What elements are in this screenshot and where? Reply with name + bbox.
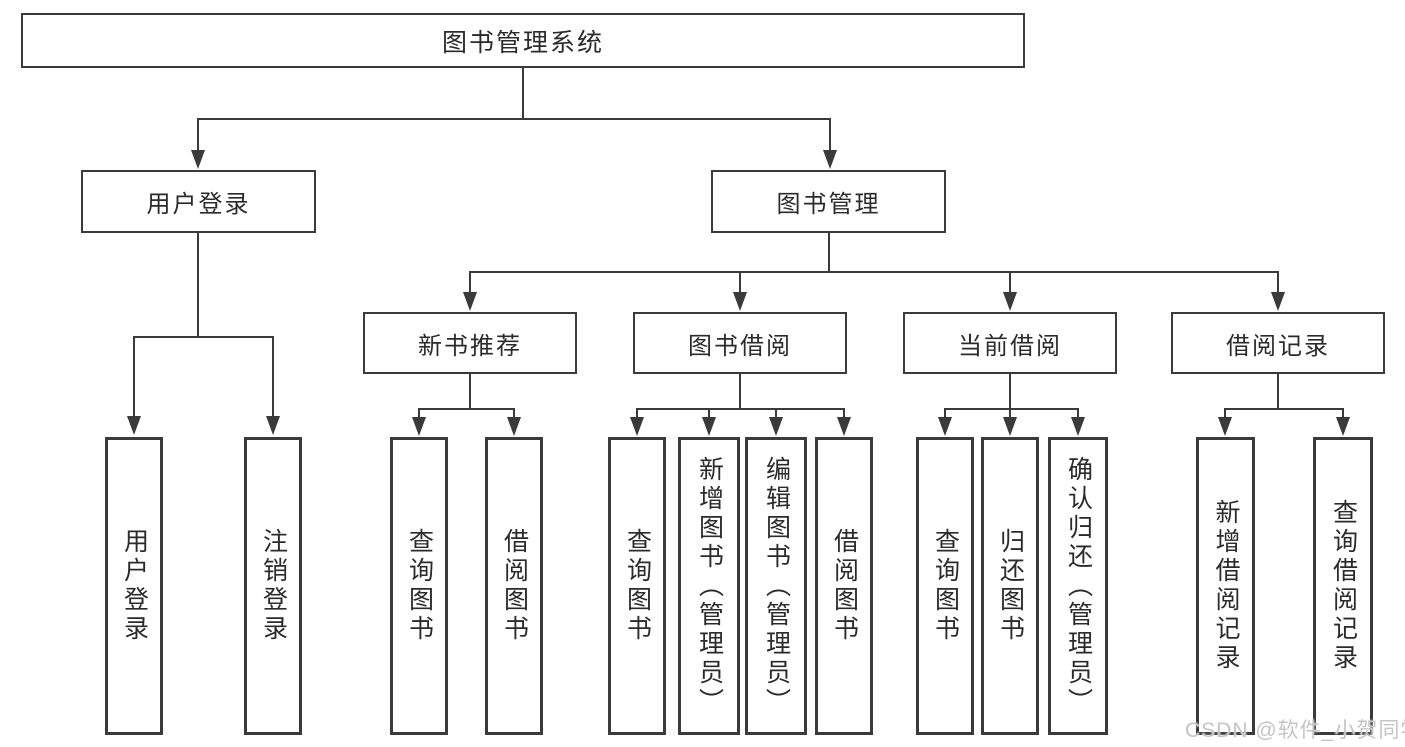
leaf-borrow-books-1: 借阅图书 — [485, 437, 543, 735]
connector-line — [1077, 408, 1079, 419]
arrowhead-icon — [769, 417, 783, 436]
arrowhead-icon — [823, 150, 837, 169]
arrowhead-icon — [1071, 417, 1085, 436]
connector-line — [272, 336, 274, 416]
connector-line — [1009, 271, 1011, 293]
arrowhead-icon — [412, 417, 426, 436]
leaf-logout: 注销登录 — [244, 437, 302, 735]
arrowhead-icon — [191, 150, 205, 169]
leaf-edit-books-admin: 编辑图书（管理员） — [745, 437, 807, 735]
arrowhead-icon — [1003, 292, 1017, 311]
connector-line — [1009, 374, 1011, 409]
arrowhead-icon — [702, 417, 716, 436]
arrowhead-icon — [127, 416, 141, 435]
connector-line — [133, 336, 135, 416]
arrowhead-icon — [266, 416, 280, 435]
leaf-user-login-label: 用户登录 — [120, 528, 149, 644]
node-user-login-label: 用户登录 — [146, 191, 251, 218]
leaf-logout-label: 注销登录 — [259, 528, 288, 644]
arrowhead-icon — [1271, 292, 1285, 311]
node-root-label: 图书管理系统 — [441, 28, 604, 57]
connector-line — [1224, 408, 1344, 410]
node-new-book-recommend-label: 新书推荐 — [418, 332, 522, 360]
leaf-borrow-books-1-label: 借阅图书 — [500, 528, 529, 644]
connector-line — [828, 233, 830, 273]
node-current-borrowing-label: 当前借阅 — [958, 332, 1062, 360]
node-new-book-recommend: 新书推荐 — [363, 312, 577, 374]
connector-line — [636, 408, 638, 419]
arrowhead-icon — [733, 292, 747, 311]
connector-line — [944, 408, 1079, 410]
leaf-edit-books-admin-label: 编辑图书（管理员） — [762, 455, 791, 717]
connector-line — [1009, 408, 1011, 419]
leaf-query-books-1-label: 查询图书 — [405, 528, 434, 644]
node-book-management: 图书管理 — [711, 170, 946, 233]
connector-line — [418, 408, 515, 410]
leaf-add-borrow-record: 新增借阅记录 — [1196, 437, 1255, 735]
connector-line — [1342, 408, 1344, 419]
connector-line — [197, 118, 831, 120]
arrowhead-icon — [1336, 417, 1350, 436]
arrowhead-icon — [837, 417, 851, 436]
node-user-login: 用户登录 — [81, 170, 316, 233]
csdn-watermark: CSDN @软件_小贺同学 — [1185, 719, 1405, 742]
connector-line — [708, 408, 710, 419]
connector-line — [522, 68, 524, 118]
leaf-query-books-1: 查询图书 — [390, 437, 448, 735]
connector-line — [944, 408, 946, 419]
arrowhead-icon — [938, 417, 952, 436]
node-book-borrowing-label: 图书借阅 — [688, 332, 792, 360]
leaf-query-books-3-label: 查询图书 — [931, 528, 960, 644]
leaf-borrow-books-2-label: 借阅图书 — [830, 528, 859, 644]
connector-line — [469, 271, 471, 293]
node-book-management-label: 图书管理 — [776, 191, 881, 218]
leaf-query-borrow-record-label: 查询借阅记录 — [1329, 499, 1358, 673]
leaf-confirm-return-admin: 确认归还（管理员） — [1048, 437, 1108, 735]
leaf-return-books-label: 归还图书 — [996, 528, 1025, 644]
connector-line — [739, 271, 741, 293]
connector-line — [197, 233, 199, 338]
connector-line — [829, 118, 831, 152]
arrowhead-icon — [1003, 417, 1017, 436]
connector-line — [739, 374, 741, 409]
node-borrowing-records: 借阅记录 — [1171, 312, 1385, 374]
node-current-borrowing: 当前借阅 — [903, 312, 1117, 374]
connector-line — [513, 408, 515, 419]
leaf-add-borrow-record-label: 新增借阅记录 — [1212, 499, 1240, 673]
leaf-borrow-books-2: 借阅图书 — [815, 437, 873, 735]
leaf-query-books-3: 查询图书 — [916, 437, 974, 735]
node-root: 图书管理系统 — [21, 13, 1025, 68]
leaf-query-books-2: 查询图书 — [608, 437, 666, 735]
arrowhead-icon — [630, 417, 644, 436]
leaf-query-borrow-record: 查询借阅记录 — [1313, 437, 1373, 735]
connector-line — [469, 271, 1279, 273]
arrowhead-icon — [1218, 417, 1232, 436]
connector-line — [1277, 374, 1279, 409]
connector-line — [197, 118, 199, 152]
leaf-return-books: 归还图书 — [981, 437, 1039, 735]
connector-line — [636, 408, 845, 410]
node-borrowing-records-label: 借阅记录 — [1226, 332, 1330, 360]
connector-line — [843, 408, 845, 419]
leaf-user-login: 用户登录 — [105, 437, 163, 735]
connector-line — [418, 408, 420, 419]
connector-line — [1277, 271, 1279, 293]
arrowhead-icon — [507, 417, 521, 436]
leaf-add-books-admin-label: 新增图书（管理员） — [695, 455, 724, 717]
leaf-confirm-return-admin-label: 确认归还（管理员） — [1064, 455, 1093, 717]
connector-line — [775, 408, 777, 419]
node-book-borrowing: 图书借阅 — [633, 312, 847, 374]
connector-line — [469, 374, 471, 409]
arrowhead-icon — [463, 292, 477, 311]
connector-line — [1224, 408, 1226, 419]
connector-line — [133, 336, 274, 338]
leaf-query-books-2-label: 查询图书 — [623, 528, 652, 644]
leaf-add-books-admin: 新增图书（管理员） — [678, 437, 740, 735]
